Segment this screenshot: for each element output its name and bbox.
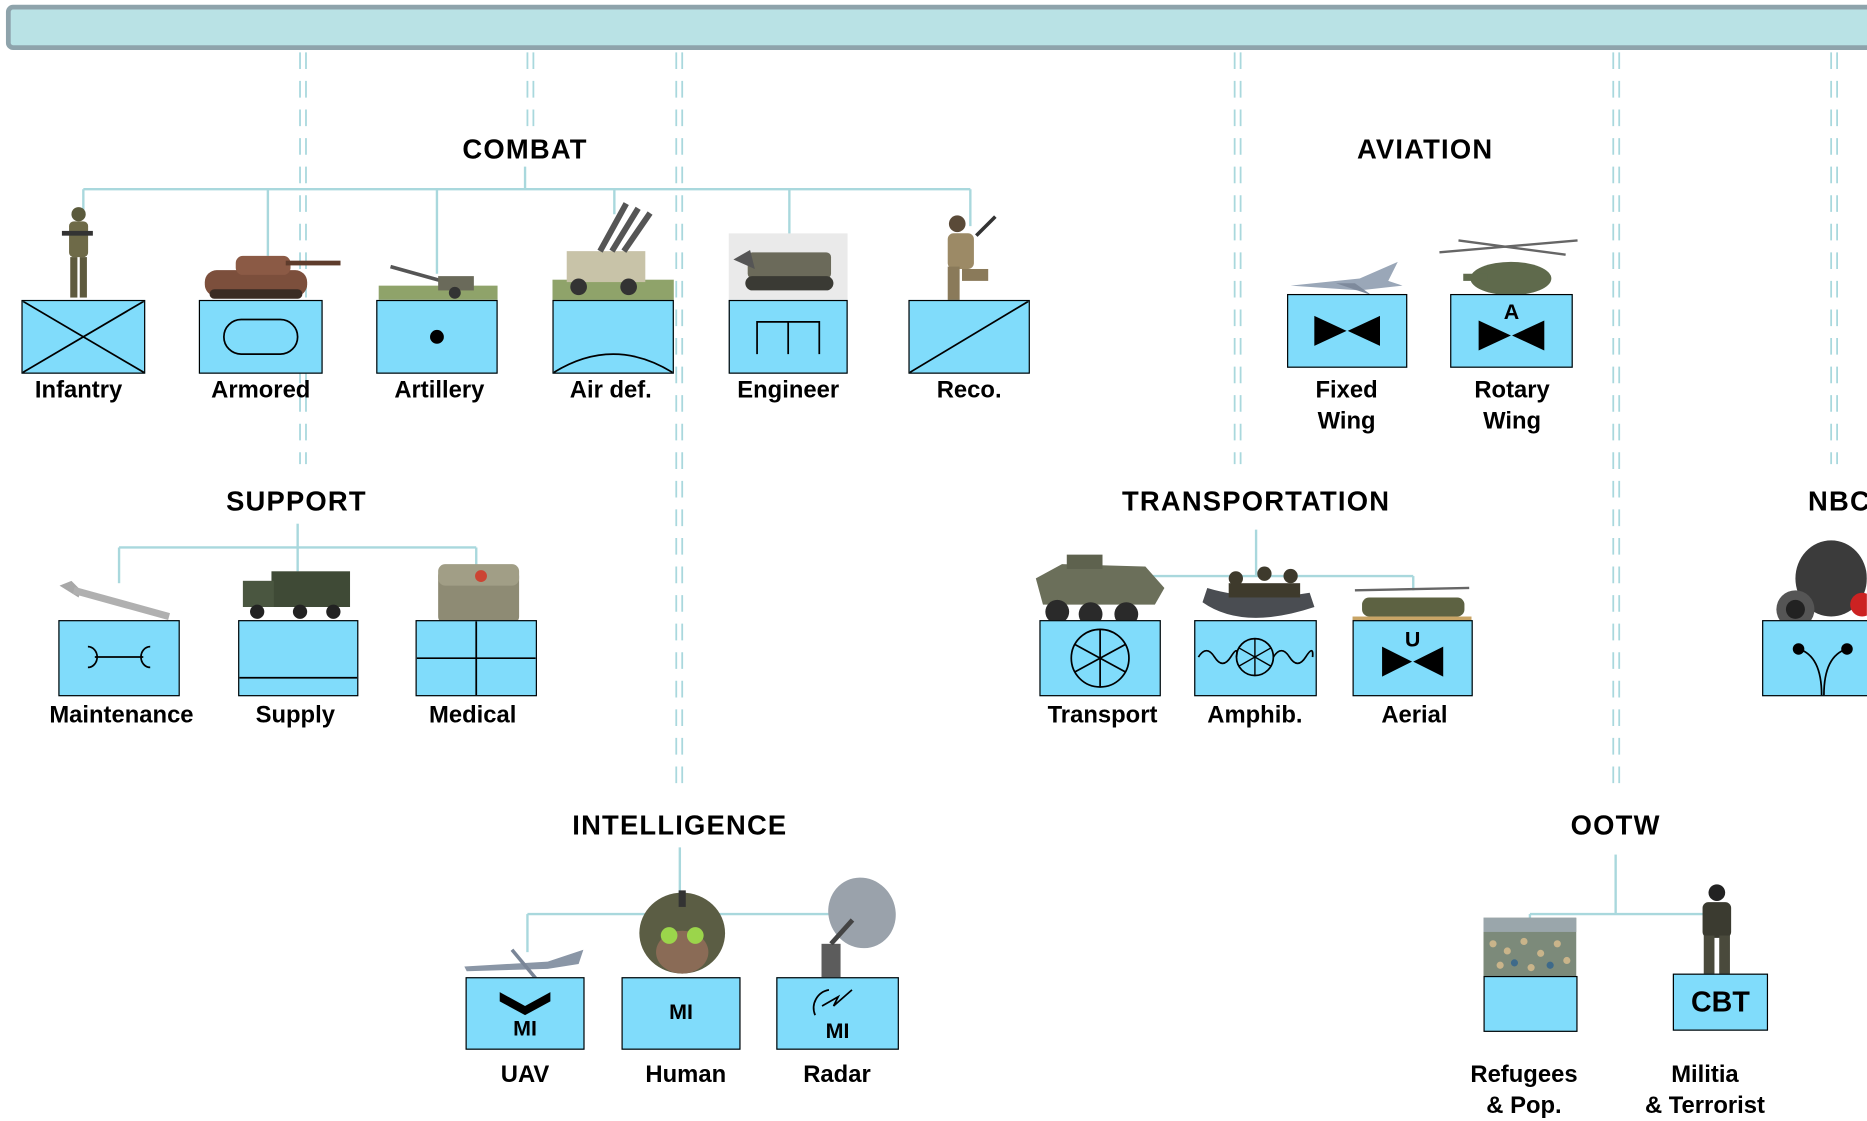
refugees-label: Refugees & Pop.	[1470, 1059, 1577, 1121]
medical-symbol	[415, 620, 537, 697]
militia-symbol-text: CBT	[1691, 986, 1750, 1019]
boat-icon	[1195, 559, 1331, 630]
rotary-wing-symbol-letter: A	[1503, 299, 1520, 324]
transport-symbol	[1039, 620, 1161, 697]
militia-label: Militia & Terrorist	[1645, 1059, 1765, 1121]
refugees-symbol	[1483, 975, 1578, 1032]
rotary-wing-label-line1: Rotary	[1474, 377, 1550, 404]
drone-icon	[464, 940, 588, 980]
artillery-label: Artillery	[394, 377, 485, 404]
nbc-symbol	[1762, 620, 1867, 697]
truck-icon	[238, 564, 355, 621]
radar-symbol-text: MI	[825, 1018, 850, 1043]
ootw-heading: OOTW	[1570, 809, 1661, 841]
divider-line	[1233, 52, 1242, 465]
militia-label-line1: Militia	[1671, 1061, 1739, 1088]
refugees-label-line2: & Pop.	[1486, 1092, 1562, 1119]
fixed-wing-label: Fixed Wing	[1315, 375, 1377, 437]
armored-symbol	[198, 299, 323, 374]
reconnaissance-symbol	[908, 299, 1030, 374]
armored-label: Armored	[211, 377, 311, 404]
header-banner	[5, 4, 1867, 50]
tank-icon	[200, 244, 343, 304]
supply-symbol	[238, 620, 359, 697]
divider-line	[1612, 52, 1621, 786]
soldier-icon	[55, 205, 103, 300]
maintenance-label: Maintenance	[49, 702, 194, 729]
divider-line	[526, 52, 535, 131]
intelligence-heading: INTELLIGENCE	[572, 809, 788, 841]
aerial-label: Aerial	[1381, 702, 1448, 729]
uav-symbol: MI	[465, 977, 585, 1050]
fixed-wing-symbol	[1287, 293, 1408, 368]
divider-line	[299, 52, 307, 465]
nbc-heading: NBC	[1808, 485, 1867, 517]
air-defense-label: Air def.	[569, 377, 652, 404]
excavator-vehicle-icon	[728, 233, 848, 300]
radar-symbol: MI	[776, 977, 899, 1050]
air-defense-symbol	[552, 299, 674, 374]
militia-label-line2: & Terrorist	[1644, 1092, 1765, 1119]
rotary-wing-symbol: A	[1450, 293, 1573, 368]
uav-label: UAV	[500, 1061, 550, 1088]
engineer-label: Engineer	[737, 377, 840, 404]
howitzer-icon	[378, 257, 498, 300]
wrench-icon	[55, 576, 176, 624]
militia-symbol: CBT	[1672, 973, 1769, 1031]
helicopter-icon	[1435, 236, 1583, 305]
artillery-symbol	[376, 299, 498, 374]
night-vision-soldier-icon	[636, 890, 729, 978]
support-heading: SUPPORT	[226, 485, 367, 517]
crowd-icon	[1483, 917, 1577, 978]
refugees-label-line1: Refugees	[1470, 1061, 1578, 1088]
missile-launcher-icon	[552, 196, 674, 302]
jet-icon	[1288, 252, 1405, 297]
gas-mask-icon	[1760, 538, 1867, 633]
kneeling-soldier-icon	[941, 212, 998, 317]
engineer-symbol	[728, 299, 848, 374]
uav-symbol-text: MI	[513, 1016, 537, 1041]
combat-heading: COMBAT	[462, 133, 588, 165]
infantry-symbol	[21, 299, 146, 374]
amphibious-symbol	[1194, 620, 1317, 697]
rotary-wing-label: Rotary Wing	[1474, 375, 1549, 437]
aerial-symbol-letter: U	[1404, 627, 1421, 652]
infantry-label: Infantry	[34, 377, 123, 404]
maintenance-symbol	[58, 620, 180, 697]
medical-label: Medical	[428, 702, 517, 729]
apc-icon	[1031, 552, 1169, 631]
transport-helicopter-icon	[1352, 583, 1472, 624]
fixed-wing-label-line1: Fixed	[1315, 377, 1378, 404]
amphibious-label: Amphib.	[1207, 702, 1303, 729]
divider-line	[1830, 52, 1838, 465]
human-intelligence-symbol-text: MI	[669, 999, 693, 1024]
fixed-wing-label-line2: Wing	[1317, 408, 1376, 435]
aerial-symbol: U	[1352, 620, 1473, 697]
aviation-heading: AVIATION	[1356, 133, 1494, 165]
radar-label: Radar	[803, 1061, 871, 1088]
human-intelligence-symbol: MI	[621, 977, 741, 1050]
transport-label: Transport	[1047, 702, 1158, 729]
supply-label: Supply	[255, 702, 335, 729]
human-intelligence-label: Human	[645, 1061, 727, 1088]
reconnaissance-label: Reco.	[936, 377, 1002, 404]
militia-icon	[1684, 883, 1748, 976]
transportation-heading: TRANSPORTATION	[1121, 485, 1391, 517]
medical-bag-icon	[433, 557, 523, 626]
rotary-wing-label-line2: Wing	[1483, 408, 1542, 435]
radar-dish-icon	[805, 872, 903, 978]
divider-line	[675, 52, 684, 786]
